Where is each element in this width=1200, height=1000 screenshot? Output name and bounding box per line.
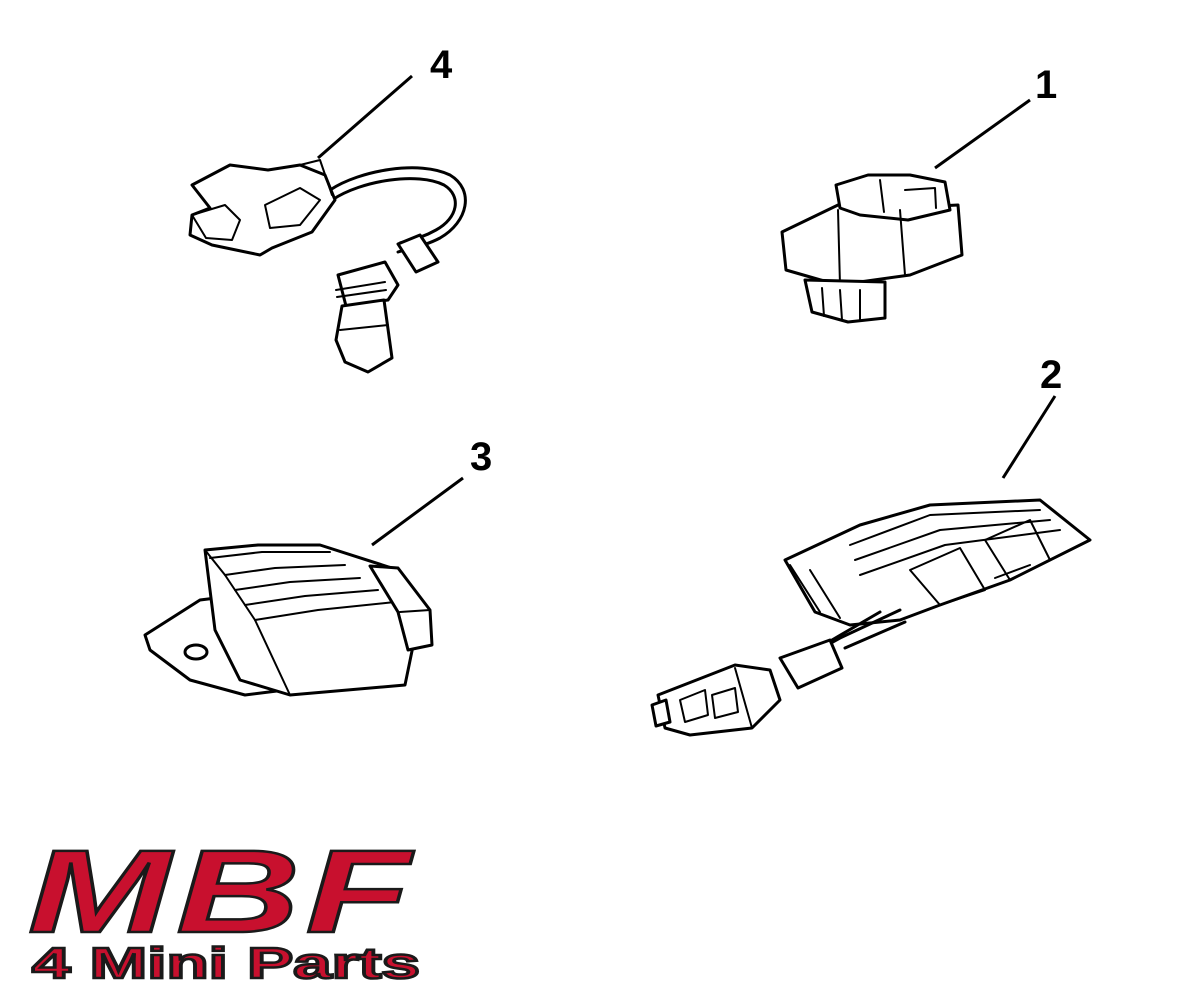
brand-logo: MBF 4 Mini Parts bbox=[27, 825, 422, 990]
part-4-ignition-sensor: 4 bbox=[188, 43, 467, 374]
leader-line-4 bbox=[317, 74, 413, 160]
part-2-regulator-rectifier: 2 bbox=[650, 353, 1092, 737]
callout-2: 2 bbox=[1040, 353, 1062, 397]
logo-tagline: 4 Mini Parts bbox=[32, 939, 420, 988]
logo-wordmark: MBF bbox=[28, 826, 416, 958]
leader-line-2 bbox=[1001, 395, 1057, 479]
callout-4: 4 bbox=[430, 43, 453, 87]
part-3-voltage-regulator: 3 bbox=[143, 435, 492, 697]
part-1-relay: 1 bbox=[780, 63, 1057, 324]
callout-1: 1 bbox=[1035, 63, 1057, 107]
leader-line-1 bbox=[934, 98, 1031, 170]
callout-3: 3 bbox=[470, 435, 492, 479]
leader-line-3 bbox=[371, 476, 464, 547]
